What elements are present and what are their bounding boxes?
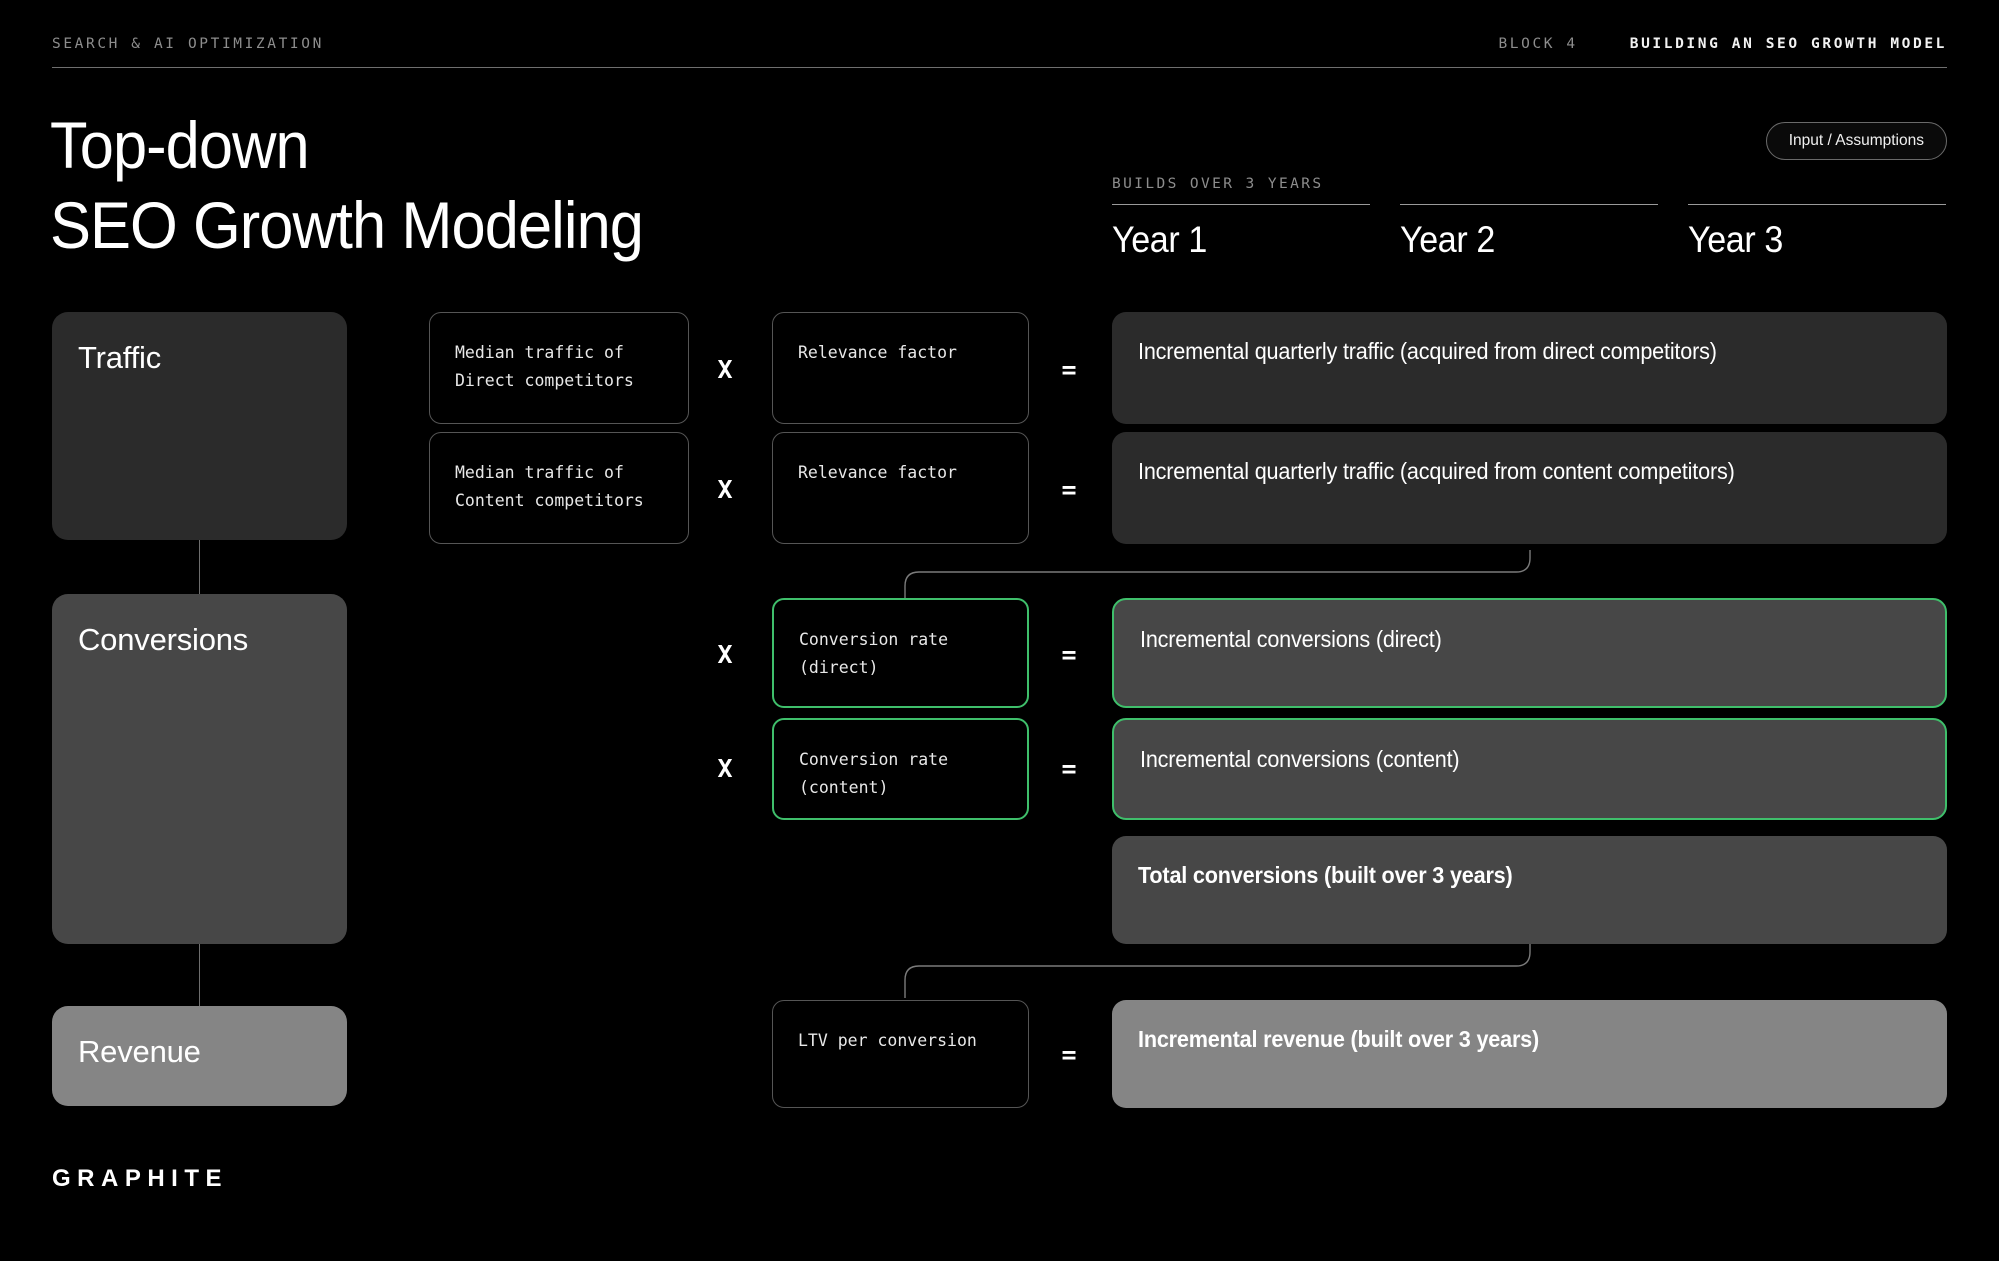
operator-equals-5: = xyxy=(1061,1040,1077,1069)
page-title-line2: SEO Growth Modeling xyxy=(50,188,644,262)
year-column-3: Year 3 xyxy=(1688,204,1946,261)
page-title: Top-down SEO Growth Modeling xyxy=(50,105,644,265)
result-bar-conversions-direct[interactable]: Incremental conversions (direct) xyxy=(1112,598,1947,708)
stage-box-traffic[interactable]: Traffic xyxy=(52,312,347,540)
year-divider-2 xyxy=(1400,204,1658,205)
stage-box-revenue[interactable]: Revenue xyxy=(52,1006,347,1106)
year-divider-3 xyxy=(1688,204,1946,205)
result-bar-traffic-direct[interactable]: Incremental quarterly traffic (acquired … xyxy=(1112,312,1947,424)
operator-times-2: X xyxy=(717,475,733,504)
result-bar-incremental-revenue[interactable]: Incremental revenue (built over 3 years) xyxy=(1112,1000,1947,1108)
result-label-traffic-direct: Incremental quarterly traffic (acquired … xyxy=(1138,338,1717,364)
operator-equals-4: = xyxy=(1061,754,1077,783)
input-assumptions-pill[interactable]: Input / Assumptions xyxy=(1765,122,1947,160)
stage-label-traffic: Traffic xyxy=(78,340,162,375)
year-label-2: Year 2 xyxy=(1400,219,1495,260)
year-label-3: Year 3 xyxy=(1688,219,1783,260)
input-box-conversion-rate-direct[interactable]: Conversion rate (direct) xyxy=(772,598,1029,708)
builds-over-caption: BUILDS OVER 3 YEARS xyxy=(1112,176,1324,192)
input-box-median-traffic-direct[interactable]: Median traffic of Direct competitors xyxy=(429,312,689,424)
operator-times-4: X xyxy=(717,754,733,783)
result-bar-conversions-content[interactable]: Incremental conversions (content) xyxy=(1112,718,1947,820)
stage-label-conversions: Conversions xyxy=(78,622,249,657)
stage-connector-conversions-revenue xyxy=(199,944,200,1006)
operator-times-3: X xyxy=(717,640,733,669)
stage-label-revenue: Revenue xyxy=(78,1034,201,1069)
operator-times-1: X xyxy=(717,355,733,384)
connector-traffic-to-conversions xyxy=(904,550,1531,600)
input-box-median-traffic-content[interactable]: Median traffic of Content competitors xyxy=(429,432,689,544)
input-assumptions-label: Input / Assumptions xyxy=(1788,132,1924,149)
connector-conversions-to-revenue xyxy=(904,944,1531,998)
result-label-incremental-revenue: Incremental revenue (built over 3 years) xyxy=(1138,1026,1540,1052)
eyebrow-label: SEARCH & AI OPTIMIZATION xyxy=(52,36,324,52)
page-title-line1: Top-down xyxy=(50,108,310,182)
input-box-relevance-factor-direct[interactable]: Relevance factor xyxy=(772,312,1029,424)
input-box-relevance-factor-content[interactable]: Relevance factor xyxy=(772,432,1029,544)
year-column-2: Year 2 xyxy=(1400,204,1658,261)
result-bar-traffic-content[interactable]: Incremental quarterly traffic (acquired … xyxy=(1112,432,1947,544)
stage-box-conversions[interactable]: Conversions xyxy=(52,594,347,944)
top-bar-right: BLOCK 4 BUILDING AN SEO GROWTH MODEL xyxy=(1498,36,1947,52)
block-label: BLOCK 4 xyxy=(1498,36,1578,52)
header-divider xyxy=(52,67,1947,68)
section-title: BUILDING AN SEO GROWTH MODEL xyxy=(1629,36,1947,52)
year-divider-1 xyxy=(1112,204,1370,205)
graphite-logo: GRAPHITE xyxy=(52,1165,229,1192)
input-box-conversion-rate-content[interactable]: Conversion rate (content) xyxy=(772,718,1029,820)
stage-connector-traffic-conversions xyxy=(199,540,200,594)
result-label-conversions-direct: Incremental conversions (direct) xyxy=(1140,626,1442,652)
year-label-1: Year 1 xyxy=(1112,219,1207,260)
result-bar-total-conversions[interactable]: Total conversions (built over 3 years) xyxy=(1112,836,1947,944)
operator-equals-3: = xyxy=(1061,640,1077,669)
result-label-traffic-content: Incremental quarterly traffic (acquired … xyxy=(1138,458,1735,484)
year-column-1: Year 1 xyxy=(1112,204,1370,261)
result-label-total-conversions: Total conversions (built over 3 years) xyxy=(1138,862,1513,888)
operator-equals-1: = xyxy=(1061,355,1077,384)
input-box-ltv-per-conversion[interactable]: LTV per conversion xyxy=(772,1000,1029,1108)
top-bar: SEARCH & AI OPTIMIZATION BLOCK 4 BUILDIN… xyxy=(52,36,1947,66)
operator-equals-2: = xyxy=(1061,475,1077,504)
result-label-conversions-content: Incremental conversions (content) xyxy=(1140,746,1460,772)
